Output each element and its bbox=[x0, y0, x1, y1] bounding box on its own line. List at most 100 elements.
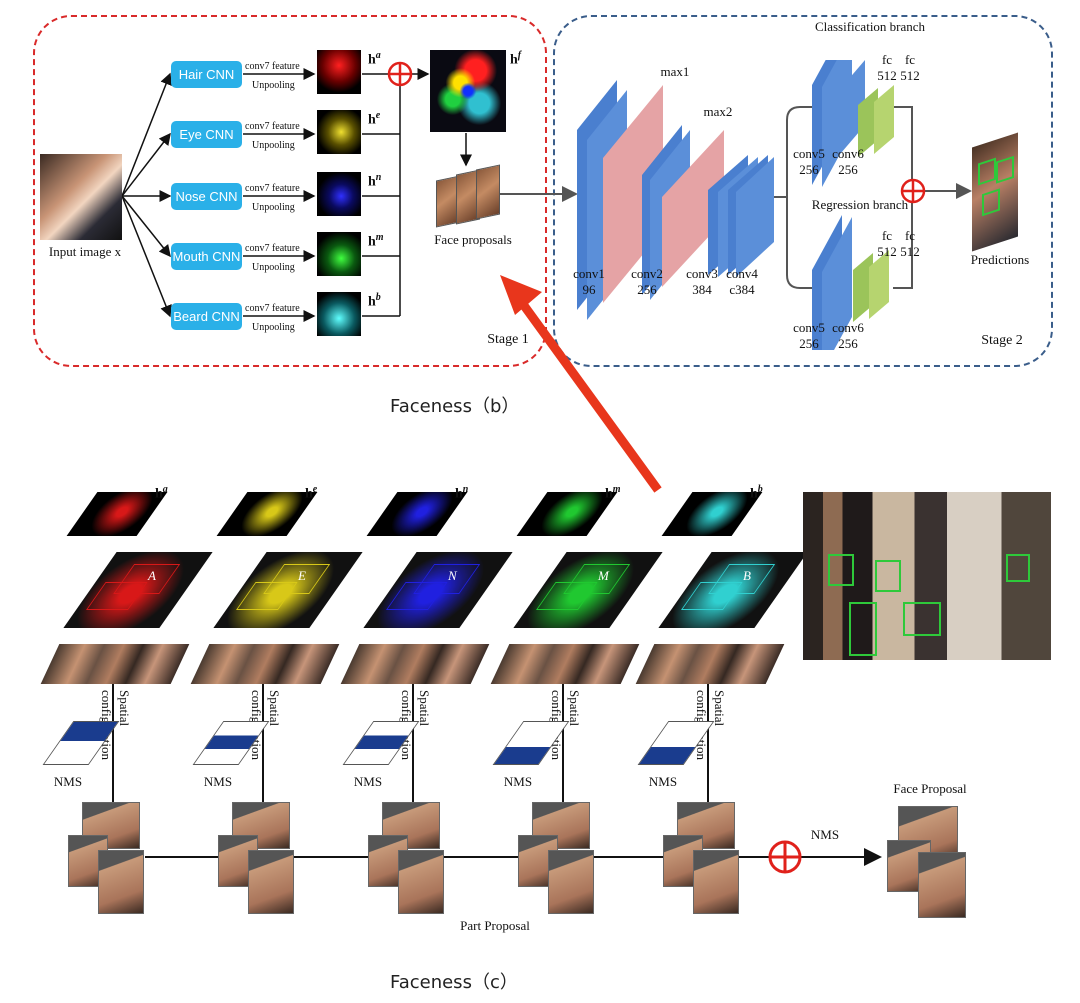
pred-box bbox=[978, 157, 996, 186]
part-proposal-crop bbox=[98, 850, 144, 914]
spatial-label: Spatial configuration bbox=[694, 690, 747, 782]
face-proposal-label: Face Proposal bbox=[893, 781, 967, 796]
nms-label: NMS bbox=[648, 774, 678, 789]
nms-label: NMS bbox=[203, 774, 233, 789]
feature-text: conv7 feature bbox=[245, 183, 300, 194]
spatial-label: Spatial configuration bbox=[99, 690, 152, 782]
part-proposal-crop bbox=[677, 802, 735, 849]
unpool-text: Unpooling bbox=[252, 140, 295, 151]
part-proposal-crop bbox=[248, 850, 294, 914]
spatial-text: Spatial bbox=[117, 690, 132, 727]
face-proposal-crop bbox=[918, 852, 966, 918]
predictions-image bbox=[972, 132, 1018, 252]
unpool-text: Unpooling bbox=[252, 322, 295, 333]
hair-map bbox=[317, 50, 361, 94]
fused-map bbox=[430, 50, 506, 132]
pred-box bbox=[982, 188, 1000, 217]
crowd-photo bbox=[803, 492, 1051, 660]
mouth-cnn-block: Mouth CNN bbox=[171, 243, 242, 270]
feature-text: conv7 feature bbox=[245, 243, 300, 254]
input-label: Input image x bbox=[48, 244, 122, 259]
stage1-label: Stage 1 bbox=[487, 332, 529, 347]
max2-label: max2 bbox=[703, 104, 733, 119]
spatial-label: Spatial configuration bbox=[249, 690, 302, 782]
pred-box bbox=[1006, 554, 1030, 582]
caption-c: Faceness（c） bbox=[390, 972, 518, 993]
classification-branch-label: Classification branch bbox=[814, 19, 926, 34]
nms-label: NMS bbox=[503, 774, 533, 789]
stage1-connectors bbox=[121, 61, 972, 322]
feature-text: conv7 feature bbox=[245, 303, 300, 314]
spatial-connector bbox=[112, 684, 114, 802]
pred-box bbox=[875, 560, 901, 592]
nms-label: NMS bbox=[53, 774, 83, 789]
beard-map-label: hb bbox=[368, 292, 381, 310]
unpool-text: Unpooling bbox=[252, 80, 295, 91]
part-box bbox=[235, 582, 298, 610]
beard-cnn-block: Beard CNN bbox=[171, 303, 242, 330]
regression-branch-label: Regression branch bbox=[811, 197, 909, 212]
fused-map-label: hf bbox=[510, 50, 522, 68]
beard-map bbox=[317, 292, 361, 336]
cls-fc-block bbox=[858, 85, 894, 157]
nms-final-label: NMS bbox=[810, 827, 840, 842]
nms-label: NMS bbox=[353, 774, 383, 789]
spatial-text: Spatial bbox=[267, 690, 282, 727]
conv4-block bbox=[728, 155, 774, 277]
max1-label: max1 bbox=[660, 64, 690, 79]
spatial-connector bbox=[562, 684, 564, 802]
cls-conv6-block bbox=[835, 60, 865, 160]
spatial-text: Spatial bbox=[712, 690, 727, 727]
stage1-box bbox=[33, 15, 547, 367]
spatial-connector bbox=[707, 684, 709, 802]
eye-cnn-block: Eye CNN bbox=[171, 121, 242, 148]
pred-box bbox=[849, 602, 877, 656]
reg-fc-block bbox=[853, 250, 889, 322]
max1-block bbox=[603, 85, 663, 303]
red-arrow bbox=[500, 275, 662, 493]
face-strip bbox=[490, 644, 640, 684]
part-map-small-label: hm bbox=[605, 484, 621, 502]
stage2-layers bbox=[577, 60, 894, 350]
unpool-text: Unpooling bbox=[252, 262, 295, 273]
spatial-text: Spatial bbox=[417, 690, 432, 727]
max2-block bbox=[662, 130, 724, 287]
part-proposal-label: Part Proposal bbox=[460, 918, 530, 933]
face-proposal-thumb bbox=[476, 164, 500, 220]
part-proposal-crop bbox=[693, 850, 739, 914]
part-box bbox=[85, 582, 148, 610]
face-strip bbox=[40, 644, 190, 684]
part-letter: A bbox=[148, 568, 156, 583]
reg-conv5-block bbox=[812, 215, 852, 350]
part-box bbox=[385, 582, 448, 610]
predictions-label: Predictions bbox=[970, 252, 1030, 267]
part-map-small-label: he bbox=[305, 484, 318, 502]
face-proposals-label: Face proposals bbox=[434, 232, 512, 247]
part-letter: E bbox=[298, 568, 306, 583]
pred-box bbox=[996, 155, 1014, 184]
eye-map bbox=[317, 110, 361, 154]
face-strip bbox=[340, 644, 490, 684]
part-map-small-label: hb bbox=[750, 484, 763, 502]
mouth-map-label: hm bbox=[368, 232, 384, 250]
pred-box bbox=[828, 554, 854, 586]
nose-map bbox=[317, 172, 361, 216]
part-letter: M bbox=[598, 568, 609, 583]
spatial-label: Spatial configuration bbox=[549, 690, 602, 782]
nose-map-label: hn bbox=[368, 172, 382, 190]
hair-cnn-block: Hair CNN bbox=[171, 61, 242, 88]
spatial-label: Spatial configuration bbox=[399, 690, 452, 782]
eye-map-label: he bbox=[368, 110, 381, 128]
feature-text: conv7 feature bbox=[245, 121, 300, 132]
unpool-text: Unpooling bbox=[252, 202, 295, 213]
